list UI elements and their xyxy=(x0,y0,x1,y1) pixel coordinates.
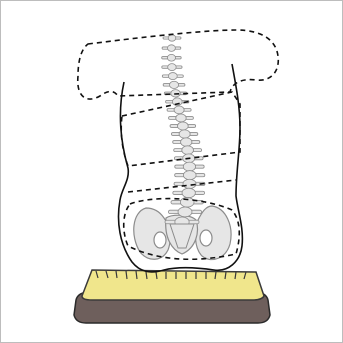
vertebra xyxy=(167,106,191,114)
shoulder-dashed-outline xyxy=(78,30,279,99)
vertebra xyxy=(174,146,202,155)
vertebra-body xyxy=(181,138,192,146)
vertebra xyxy=(162,64,182,71)
vertebra xyxy=(175,171,205,180)
vertebra-body xyxy=(168,64,177,71)
vertebra-body xyxy=(182,188,195,197)
vertebra-body xyxy=(168,45,176,52)
vertebra xyxy=(162,45,181,52)
vertebra xyxy=(173,188,205,197)
vertebra-body xyxy=(178,207,192,217)
vertebra-body xyxy=(169,81,178,88)
vertebra-body xyxy=(167,54,175,61)
spine xyxy=(162,35,205,248)
vertebra xyxy=(171,130,197,138)
vertebra xyxy=(175,162,204,171)
vertebra-body xyxy=(177,122,188,130)
vertebra xyxy=(173,138,200,146)
vertebra-body xyxy=(176,114,186,122)
seat-cushion xyxy=(82,270,264,300)
vertebra-body xyxy=(183,171,196,180)
vertebra-body xyxy=(174,106,184,114)
vertebra-body xyxy=(179,130,190,138)
vertebra xyxy=(170,122,196,130)
vertebra xyxy=(163,81,185,88)
vertebra xyxy=(162,54,182,61)
vertebra xyxy=(163,35,181,41)
vertebra-body xyxy=(168,35,176,41)
waist-dashed-outline xyxy=(128,180,236,192)
vertebra-body xyxy=(183,162,195,171)
vertebra xyxy=(169,114,194,122)
vertebra xyxy=(162,73,183,80)
vertebra-body xyxy=(168,73,177,80)
vertebra-body xyxy=(182,146,194,155)
